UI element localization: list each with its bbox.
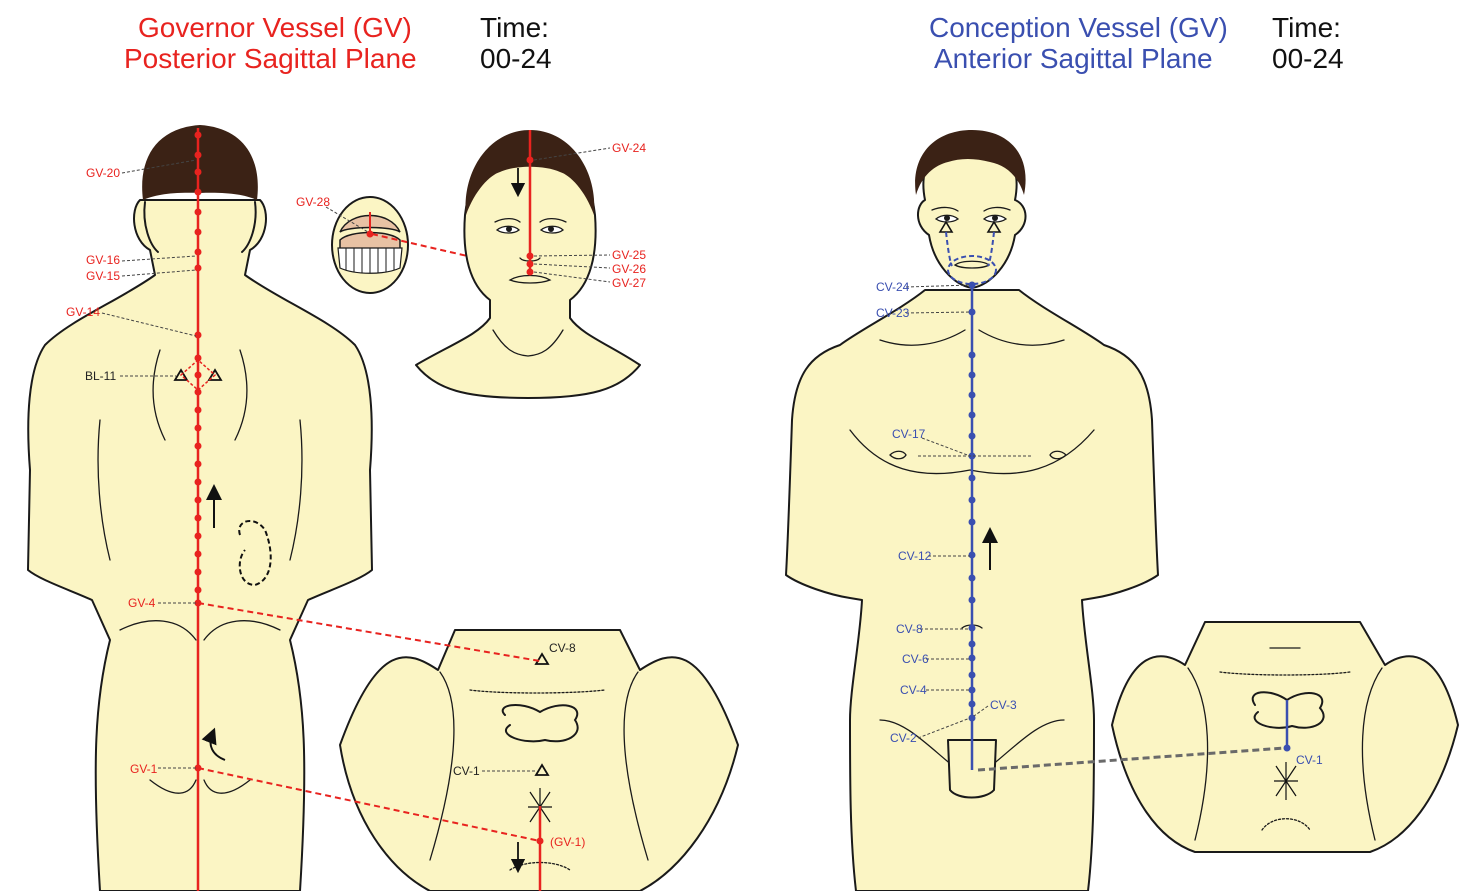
- gv15-label: GV-15: [86, 269, 120, 283]
- gv1-label: GV-1: [130, 762, 158, 776]
- cv12-label: CV-12: [898, 549, 932, 563]
- bl11-label: BL-11: [85, 369, 116, 383]
- perineum-inset-cv: [1112, 622, 1458, 852]
- gv1-paren-label: (GV-1): [550, 835, 585, 849]
- cv6-label: CV-6: [902, 652, 929, 666]
- cv8-back-label: CV-8: [549, 641, 576, 655]
- cv1-label: CV-1: [1296, 753, 1323, 767]
- cv23-label: CV-23: [876, 306, 910, 320]
- gv20-label: GV-20: [86, 166, 120, 180]
- cv2-label: CV-2: [890, 731, 917, 745]
- cv3-label: CV-3: [990, 698, 1017, 712]
- cv4-label: CV-4: [900, 683, 927, 697]
- gv16-label: GV-16: [86, 253, 120, 267]
- cv1-back-label: CV-1: [453, 764, 480, 778]
- gv27-label: GV-27: [612, 276, 646, 290]
- gv24-label: GV-24: [612, 141, 646, 155]
- gv25-label: GV-25: [612, 248, 646, 262]
- cv24-label: CV-24: [876, 280, 910, 294]
- back-body-figure: [28, 125, 372, 891]
- mouth-inset: [332, 197, 408, 293]
- gv28-label: GV-28: [296, 195, 330, 209]
- cv17-label: CV-17: [892, 427, 926, 441]
- gv26-label: GV-26: [612, 262, 646, 276]
- gv4-label: GV-4: [128, 596, 156, 610]
- gv14-label: GV-14: [66, 305, 100, 319]
- cv8-label: CV-8: [896, 622, 923, 636]
